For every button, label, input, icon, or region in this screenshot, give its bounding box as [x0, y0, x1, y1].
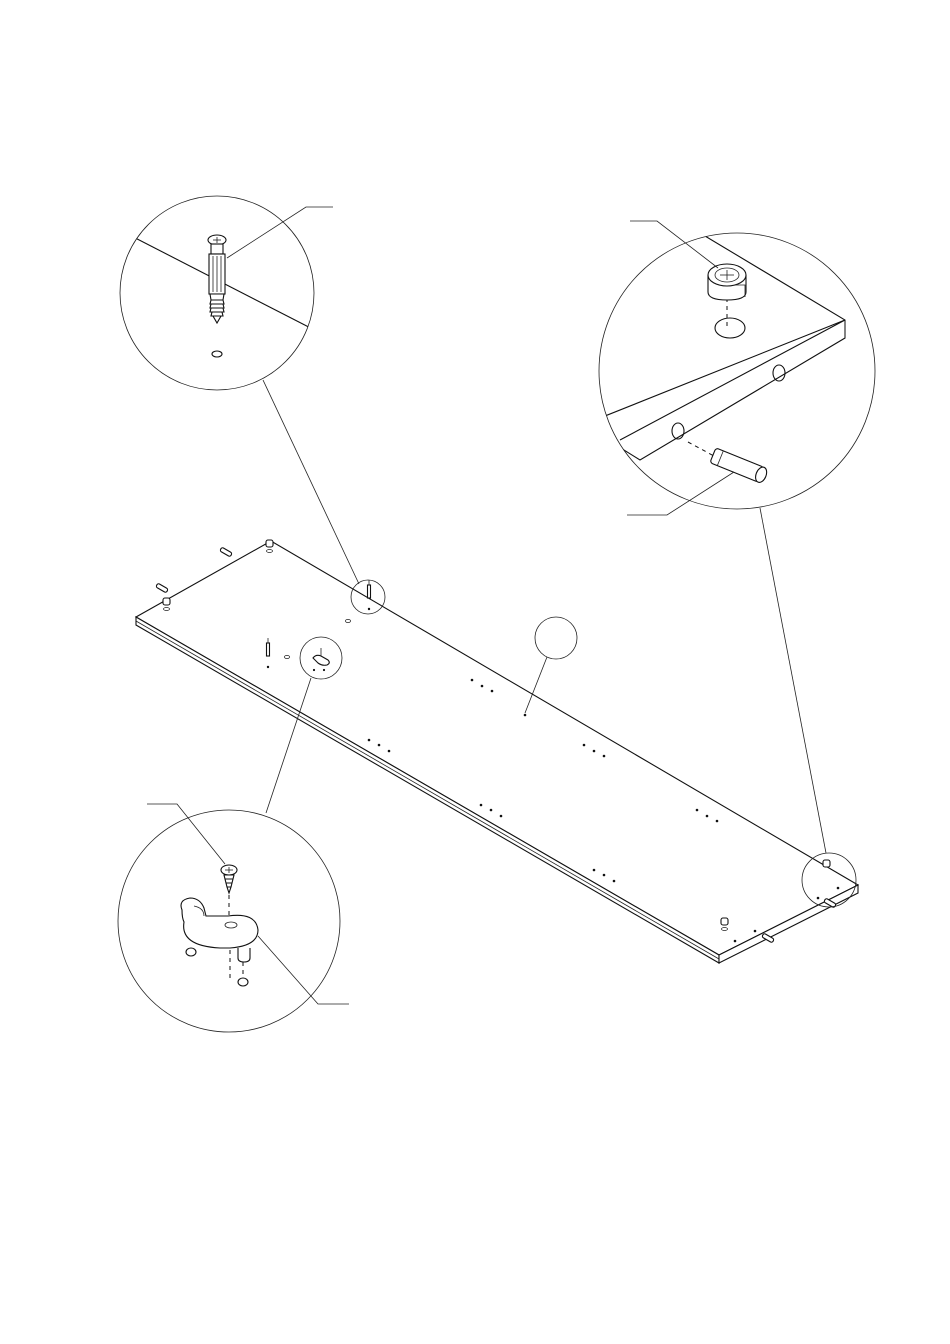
screw-icon	[221, 865, 237, 893]
part-number-bubble	[535, 617, 577, 659]
bracket-screw-detail	[118, 804, 349, 1032]
bracket-icon	[181, 898, 258, 962]
main-panel	[136, 540, 858, 963]
leader-corner	[760, 508, 826, 853]
cam-lock-icon	[708, 264, 746, 300]
panel-top-face	[136, 541, 858, 955]
cam-bolt-detail	[110, 196, 333, 390]
dowel-icon	[688, 442, 769, 484]
cam-lock-hole	[715, 318, 745, 338]
cam-bolt-icon	[208, 235, 226, 323]
cam-lock-dowel-detail	[595, 221, 875, 515]
